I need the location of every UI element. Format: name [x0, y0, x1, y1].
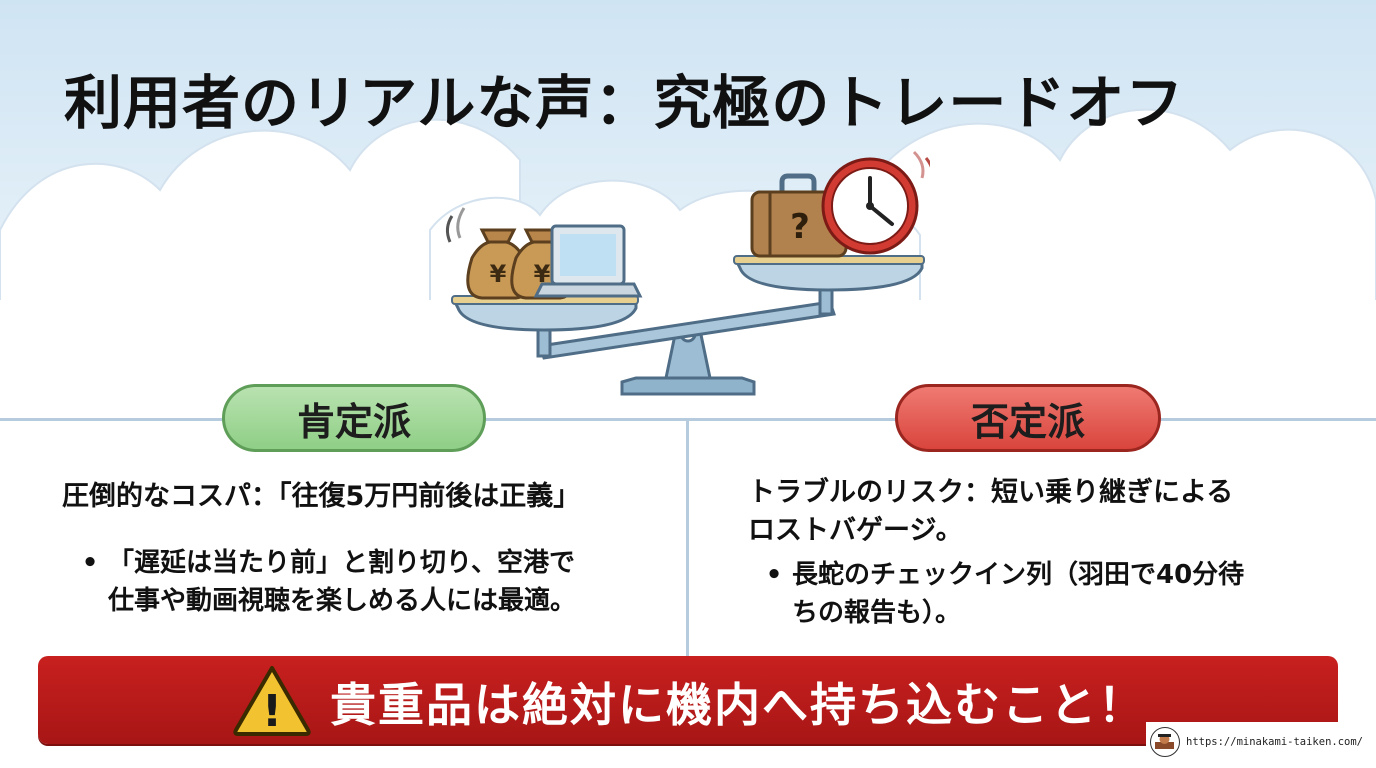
left-pan [451, 298, 638, 332]
section-divider-horizontal [0, 418, 1376, 421]
scale-base [620, 376, 756, 396]
svg-text:?: ? [790, 207, 810, 247]
svg-text:¥: ¥ [490, 260, 507, 288]
con-heading: トラブルのリスク：短い乗り継ぎによる ロストバゲージ。 [748, 477, 1234, 546]
warning-triangle-icon: ! [233, 666, 311, 736]
laptop-icon [533, 224, 643, 298]
section-divider-vertical [686, 420, 689, 656]
avatar [1150, 727, 1180, 757]
pro-heading: 圧倒的なコスパ：「往復5万円前後は正義」 [62, 481, 581, 512]
pro-label-badge: 肯定派 [222, 384, 486, 452]
con-bullet-text: 長蛇のチェックイン列（羽田で40分待 ちの報告も）。 [792, 560, 1245, 628]
page-title: 利用者のリアルな声：究極のトレードオフ [64, 69, 1185, 137]
con-bullet-item: • 長蛇のチェックイン列（羽田で40分待 ちの報告も）。 [756, 556, 1245, 632]
site-url-link[interactable]: https://minakami-taiken.com/ [1186, 736, 1364, 748]
svg-text:¥: ¥ [534, 260, 551, 288]
bullet-dot: • [81, 548, 99, 578]
warning-banner-text: 貴重品は絶対に機内へ持ち込むこと！ [330, 678, 1146, 732]
pro-bullet-item: • 「遅延は当たり前」と割り切り、空港で 仕事や動画視聴を楽しめる人には最適。 [72, 544, 576, 620]
balance-scale-illustration: ¥ ¥ ? [445, 150, 930, 396]
svg-text:!: ! [262, 686, 282, 736]
right-pan [733, 258, 924, 292]
pro-bullet-text: 「遅延は当たり前」と割り切り、空港で 仕事や動画視聴を楽しめる人には最適。 [108, 548, 577, 616]
bullet-dot: • [765, 560, 783, 590]
clock-icon [821, 157, 919, 255]
site-footer: https://minakami-taiken.com/ [1146, 722, 1368, 762]
con-label-badge: 否定派 [895, 384, 1161, 452]
